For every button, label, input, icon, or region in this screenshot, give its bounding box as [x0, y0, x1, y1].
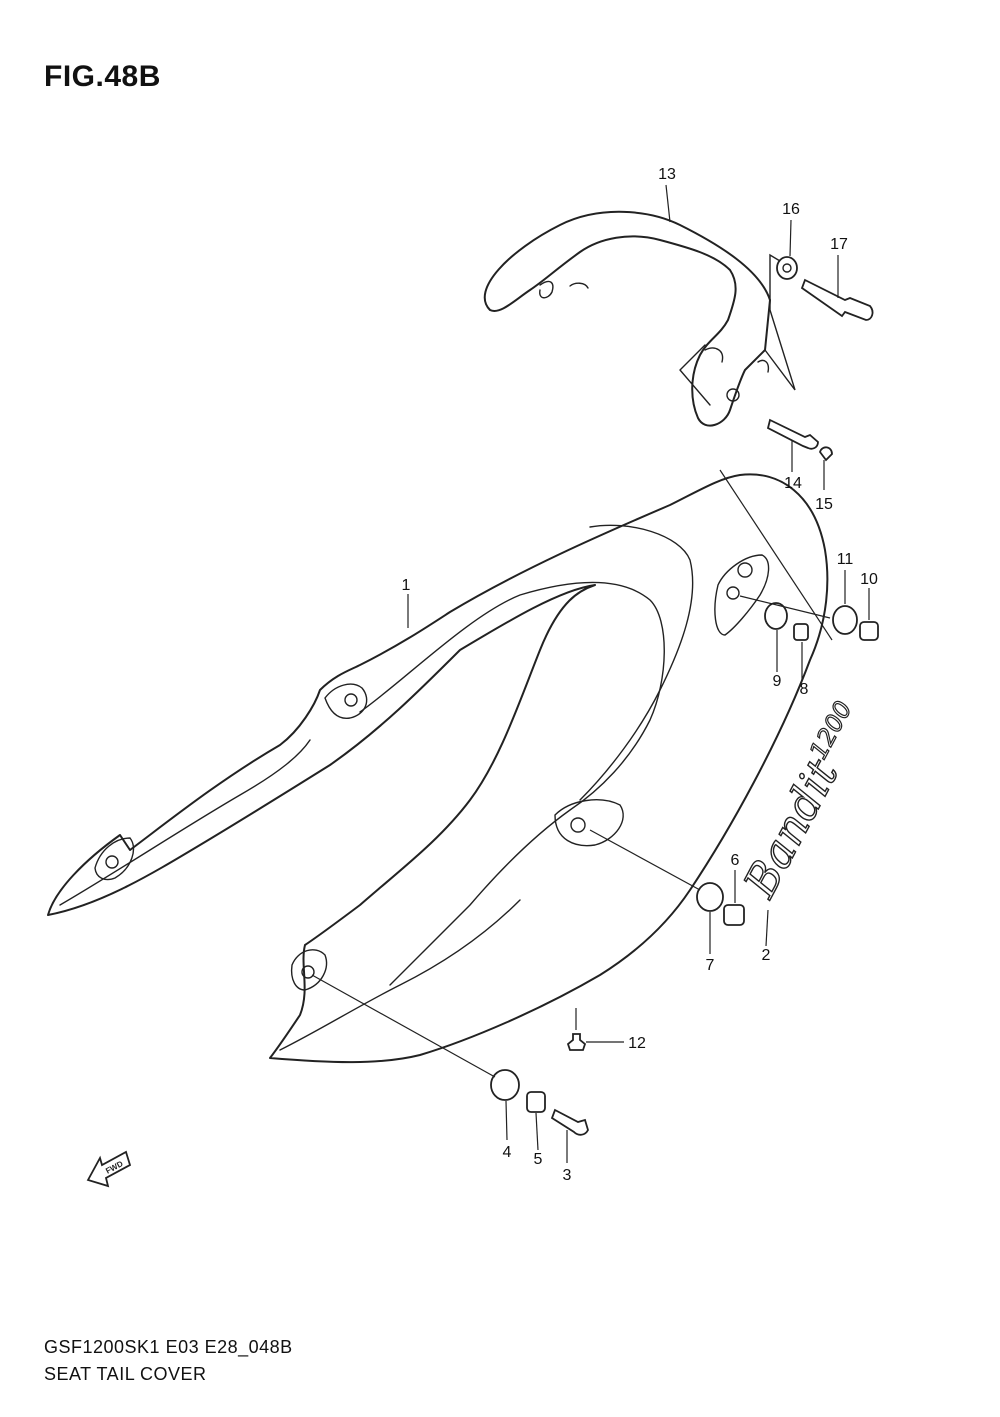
callout-14: 14 — [784, 475, 802, 492]
callout-9: 9 — [773, 673, 782, 690]
fwd-arrow-icon: FWD — [86, 1150, 132, 1188]
callout-2: 2 — [762, 947, 771, 964]
callout-5: 5 — [534, 1151, 543, 1168]
callout-6: 6 — [731, 852, 740, 869]
hardware-parts — [490, 256, 879, 1136]
collar-part-5 — [526, 1091, 546, 1113]
leader-lines — [311, 184, 870, 1163]
grommet-part-11 — [832, 605, 858, 635]
collar-part-8 — [793, 623, 809, 641]
callout-13: 13 — [658, 166, 676, 183]
collar-part-10 — [859, 621, 879, 641]
grommet-part-4 — [490, 1069, 520, 1101]
callout-16: 16 — [782, 201, 800, 218]
washer-part-16 — [776, 256, 798, 280]
callout-17: 17 — [830, 236, 848, 253]
bolt-part-14 — [766, 418, 819, 450]
figure-title: FIG.48B — [44, 60, 161, 93]
bolt-part-17 — [800, 278, 874, 321]
figure-name: SEAT TAIL COVER — [44, 1364, 207, 1384]
callout-3: 3 — [563, 1167, 572, 1184]
nut-part-15 — [819, 446, 833, 462]
bolt-part-3 — [550, 1108, 589, 1136]
grab-handle-part-13 — [483, 210, 796, 427]
figure-code: GSF1200SK1 E03 E28_048B — [44, 1337, 293, 1357]
callout-8: 8 — [800, 681, 809, 698]
figure-footer: GSF1200SK1 E03 E28_048B SEAT TAIL COVER — [44, 1334, 293, 1388]
callout-7: 7 — [706, 957, 715, 974]
callout-12: 12 — [628, 1035, 646, 1052]
collar-part-6 — [723, 904, 745, 926]
decal-logo-text: Bandit — [734, 751, 849, 906]
callout-11: 11 — [837, 551, 854, 568]
callout-1: 1 — [402, 577, 411, 594]
grommet-part-7 — [696, 882, 724, 912]
clip-part-12 — [566, 1033, 587, 1051]
bandit-1200-decal-part-2: Bandit 1200 — [734, 696, 859, 907]
callout-10: 10 — [860, 571, 878, 588]
decal-logo-number: 1200 — [804, 697, 857, 764]
grommet-part-9 — [764, 602, 788, 630]
seat-tail-cover-part-1 — [47, 473, 829, 1064]
callout-4: 4 — [503, 1144, 512, 1161]
callout-numbers: 1 2 3 4 5 6 7 8 9 10 11 12 13 14 15 16 1… — [402, 166, 878, 1184]
callout-15: 15 — [815, 496, 833, 513]
